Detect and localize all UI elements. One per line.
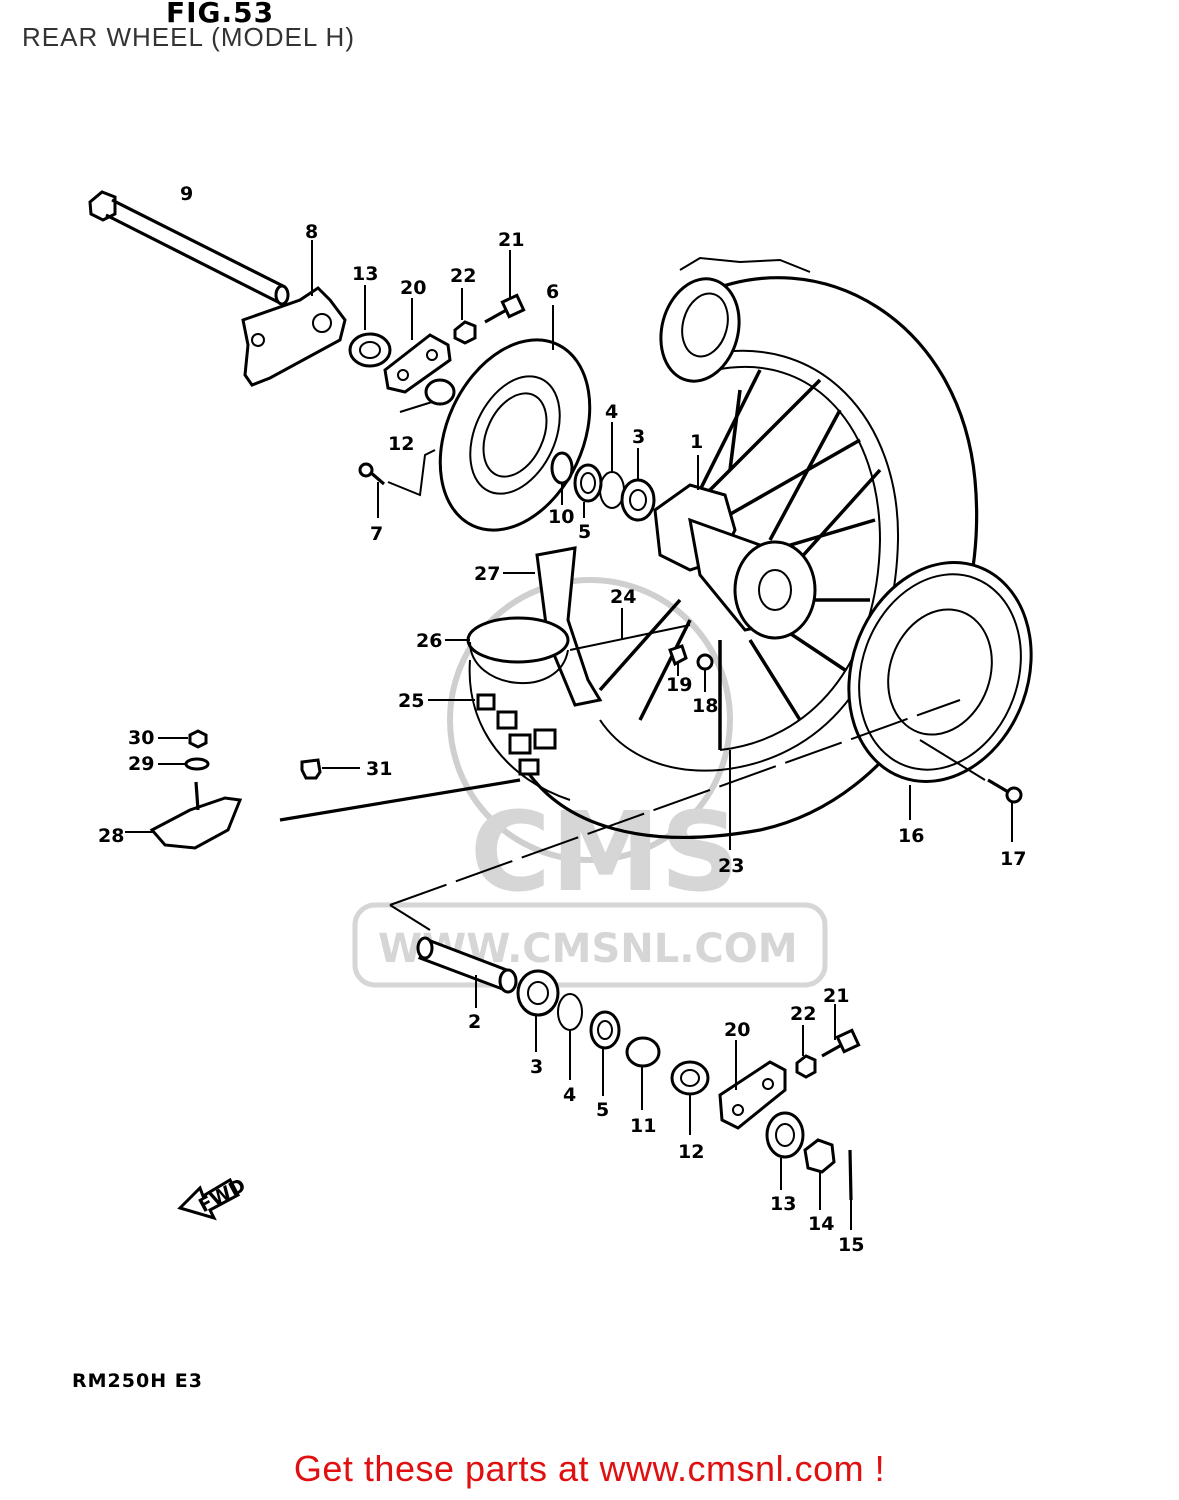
callout-14: 14 [808,1213,834,1235]
callout-22: 22 [450,265,476,287]
part-22-nut-lower [795,1025,817,1079]
part-13-axle-nut-lower [765,1111,805,1190]
callout-21-lower: 21 [823,985,849,1007]
part-4-circlip-lower [557,993,583,1080]
figure-title: FIG.53 [166,0,275,29]
part-21-bolt [484,250,526,324]
callout-13-lower: 13 [770,1193,796,1215]
callout-labels: 9 8 13 20 22 21 6 12 7 4 3 1 10 5 27 24 … [98,183,1026,1256]
part-4-circlip [599,422,625,509]
part-5-oil-seal [573,463,603,518]
callout-30: 30 [128,727,154,749]
axle-centerline [389,699,961,931]
callout-1: 1 [690,431,703,453]
part-11-spacer [625,1036,661,1110]
watermark-brand: CMS [470,788,739,916]
callout-26: 26 [416,630,442,652]
fwd-label: FWD [195,1174,249,1217]
part-9-axle [88,190,290,306]
part-21-bolt-lower [821,1004,861,1058]
part-25-tyre [428,659,571,801]
part-2-axle-spacer [416,936,518,1008]
part-10-spacer [550,451,574,505]
callout-5: 5 [578,521,591,543]
callout-4-lower: 4 [563,1084,576,1106]
model-code: RM250H E3 [72,1370,203,1392]
part-19-nipple [668,644,688,676]
figure-subtitle: REAR WHEEL (MODEL H) [22,22,355,52]
callout-4: 4 [605,401,618,423]
callout-11: 11 [630,1115,656,1137]
part-1-hub [653,455,817,640]
part-22-nut [453,288,477,345]
callout-21: 21 [498,229,524,251]
part-17-sprocket-bolt [919,739,1023,842]
callout-20-lower: 20 [724,1019,750,1041]
callout-19: 19 [666,674,692,696]
fwd-arrow: FWD [177,1174,249,1221]
callout-15: 15 [838,1234,864,1256]
part-31-valve-cap [300,758,360,780]
callout-12: 12 [388,433,414,455]
part-26-tube [445,616,570,684]
part-15-cotter-pin [848,1149,853,1230]
part-30-nut [158,729,208,749]
callout-13: 13 [352,263,378,285]
footer-parts-link[interactable]: Get these parts at www.cmsnl.com ! [293,1448,886,1489]
callout-5-lower: 5 [596,1099,609,1121]
part-18-nipple [696,653,714,692]
part-3-bearing [620,448,656,522]
callout-9: 9 [180,183,193,205]
callout-20: 20 [400,277,426,299]
callout-7: 7 [370,523,383,545]
callout-10: 10 [548,506,574,528]
callout-31: 31 [366,758,392,780]
callout-8: 8 [305,221,318,243]
callout-18: 18 [692,695,718,717]
callout-24: 24 [610,586,636,608]
part-7-disc-bolt [358,449,436,518]
callout-17: 17 [1000,848,1026,870]
callout-16: 16 [898,825,924,847]
callout-25: 25 [398,690,424,712]
part-20-adjuster-plate-lower [718,1040,787,1130]
part-29-washer [158,757,210,771]
part-12-collar [399,378,456,413]
callout-6: 6 [546,281,559,303]
part-3-bearing-lower [516,969,560,1052]
callout-3-lower: 3 [530,1056,543,1078]
part-13-axle-nut [348,285,392,368]
part-8-chain-adjuster [241,240,347,387]
part-14-castle-nut [803,1138,836,1210]
part-6-brake-disc [438,305,592,532]
callout-12-lower: 12 [678,1141,704,1163]
part-12-collar-lower [670,1060,710,1135]
callout-28: 28 [98,825,124,847]
part-24-spoke [569,608,691,651]
callout-23: 23 [718,855,744,877]
callout-29: 29 [128,753,154,775]
part-5-oil-seal-lower [589,1010,621,1096]
part-20-adjuster-plate [383,298,452,394]
callout-2: 2 [468,1011,481,1033]
part-28-rim-lock [125,778,521,850]
callout-22-lower: 22 [790,1003,816,1025]
callout-27: 27 [474,563,500,585]
part-16-sprocket [847,561,1033,820]
callout-3: 3 [632,426,645,448]
